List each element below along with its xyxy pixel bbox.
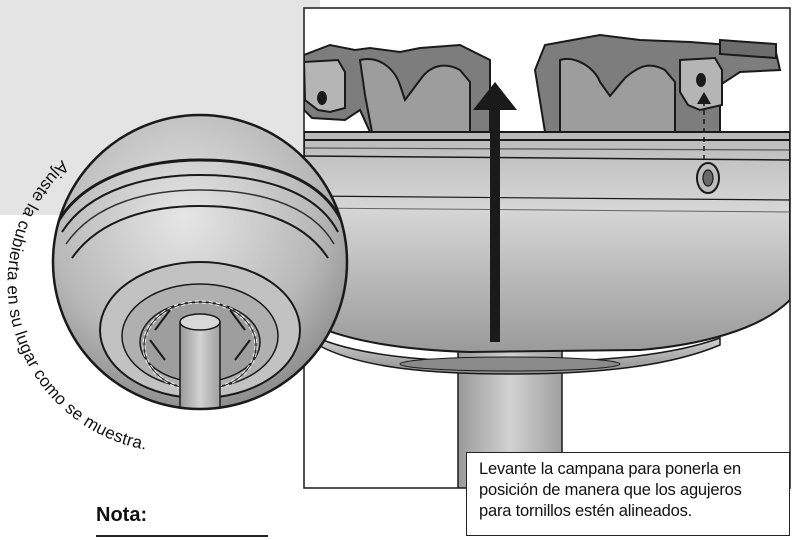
caption-line-1: Levante la campana para ponerla en bbox=[479, 460, 741, 478]
caption-line-3: para tornillos estén alineados. bbox=[479, 502, 693, 520]
mounting-bracket bbox=[304, 33, 782, 133]
lift-up-arrow bbox=[473, 82, 517, 342]
alignment-dashed-arrow bbox=[697, 92, 711, 160]
note-divider bbox=[96, 535, 268, 537]
caption-line-2: posición de manera que los agujeros bbox=[479, 481, 742, 499]
canopy-bowl bbox=[304, 131, 790, 375]
note-heading: Nota: bbox=[96, 504, 148, 526]
detail-circle-inset bbox=[51, 113, 349, 411]
caption-box: Levante la campana para ponerla en posic… bbox=[466, 452, 790, 536]
main-panel bbox=[304, 8, 790, 488]
